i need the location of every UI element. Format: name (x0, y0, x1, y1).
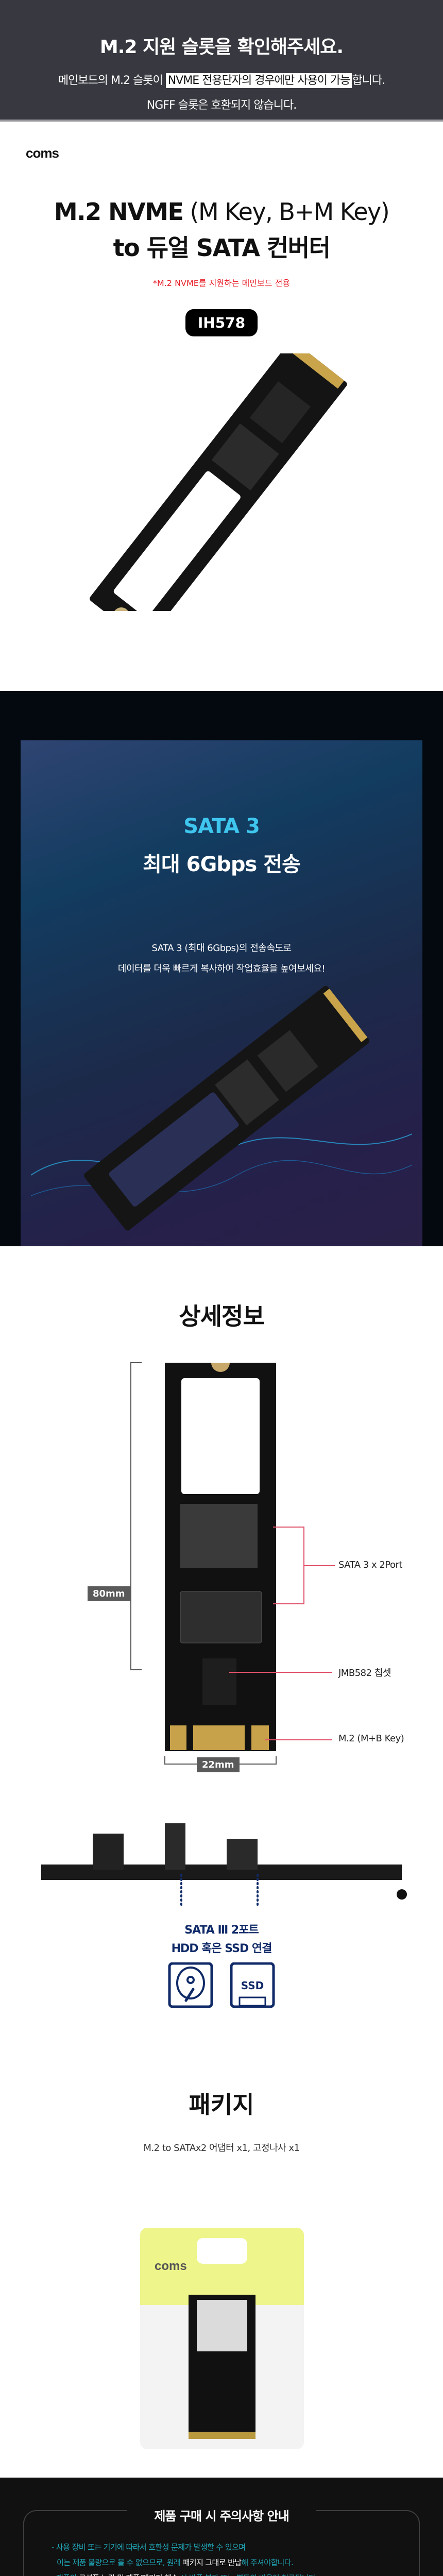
compatibility-note: *M.2 NVME를 지원하는 메인보드 전용 (152, 278, 291, 288)
notice-banner: M.2 지원 슬롯을 확인해주세요. 메인보드의 M.2 슬롯이 NVME 전용… (0, 0, 443, 120)
hero-section: coms M.2 NVME (M Key, B+M Key) to 듀얼 SAT… (0, 122, 443, 691)
caution-list: - 사용 장비 또는 기기에 따라서 호환성 문제가 발생할 수 있으며 이는 … (52, 2539, 402, 2576)
sata3-title: SATA 3 (183, 815, 260, 838)
package-bag-image: coms (140, 2228, 304, 2449)
svg-text:SSD: SSD (241, 1979, 264, 1992)
callout-chipset: JMB582 칩셋 (338, 1668, 391, 1679)
caution-section: 제품 구매 시 주의사항 안내 - 사용 장비 또는 기기에 따라서 호환성 문… (0, 2478, 443, 2576)
brand-logo: coms (26, 145, 59, 161)
package-title: 패키지 (189, 2091, 254, 2119)
sata3-speed: 최대 6Gbps 전송 (143, 853, 301, 876)
board-top-view (130, 1362, 335, 1672)
product-board-image (90, 353, 347, 611)
drive-icons: SSD (0, 1962, 443, 2009)
ports-description: SATA Ⅲ 2포트 HDD 혹은 SSD 연결 (171, 1924, 272, 1955)
package-contents: M.2 to SATAx2 어댑터 x1, 고정나사 x1 (143, 2143, 300, 2154)
notice-title: M.2 지원 슬롯을 확인해주세요. (99, 37, 344, 58)
callout-sata-ports: SATA 3 x 2Port (338, 1560, 403, 1570)
hdd-icon (168, 1962, 213, 2008)
caution-item: - 제품의 구성품 누락 및 제품/패키지 훼손 시 반품 불가 또는 별도의 … (52, 2570, 402, 2576)
sata3-board-image (31, 986, 412, 1231)
dimension-diagram: 80mm SATA 3 x 2Port (0, 1354, 443, 1684)
nvme-highlight: NVME 전용단자의 경우에만 사용이 가능 (165, 73, 352, 88)
board-side-view (41, 1823, 407, 1906)
product-title: M.2 NVME (M Key, B+M Key) to 듀얼 SATA 컨버터 (54, 198, 390, 262)
callout-m2-connector: M.2 (M+B Key) (338, 1733, 404, 1744)
model-badge: IH578 (185, 309, 258, 336)
caution-item: 이는 제품 불량으로 볼 수 없으므로, 원래 패키지 그대로 반납해 주셔야합… (57, 2558, 294, 2567)
caution-item: - 사용 장비 또는 기기에 따라서 호환성 문제가 발생할 수 있으며 (52, 2543, 246, 2552)
detail-section: 상세정보 80mm SATA 3 x 2Port (0, 1246, 443, 2024)
detail-title: 상세정보 (179, 1302, 264, 1330)
caution-title: 제품 구매 시 주의사항 안내 (154, 2509, 289, 2523)
svg-text:coms: coms (155, 2259, 187, 2273)
sata3-section: SATA 3 최대 6Gbps 전송 SATA 3 (최대 6Gbps)의 전송… (0, 691, 443, 1256)
sata3-description: SATA 3 (최대 6Gbps)의 전송속도로 데이터를 더욱 빠르게 복사하… (117, 943, 326, 974)
height-dimension-label: 80mm (88, 1586, 130, 1601)
sata3-background-panel (21, 740, 422, 1256)
notice-line-ngff: NGFF 슬롯은 호환되지 않습니다. (146, 99, 297, 112)
width-dimension-label: 22mm (197, 1757, 240, 1772)
package-section: 패키지 M.2 to SATAx2 어댑터 x1, 고정나사 x1 coms (0, 2024, 443, 2478)
ssd-icon: SSD (230, 1962, 275, 2008)
divider (0, 120, 443, 122)
